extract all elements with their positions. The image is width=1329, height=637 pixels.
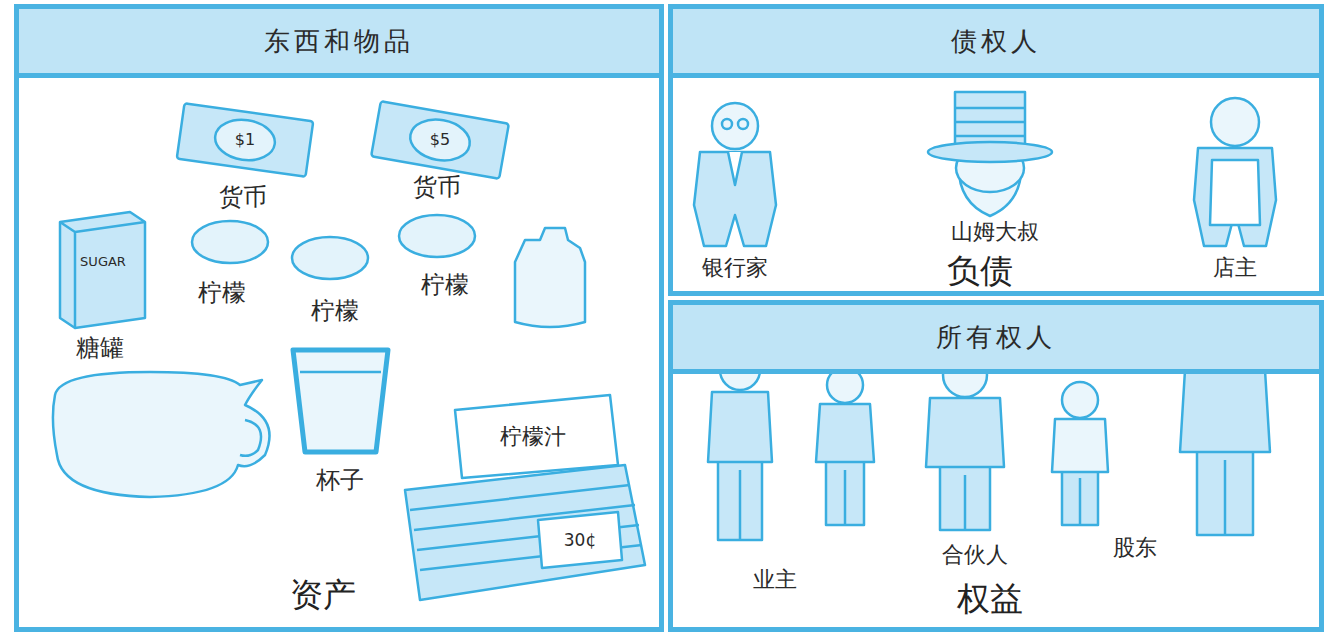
item-label: 店主 <box>1213 256 1257 280</box>
item-label: 柠檬 <box>421 272 469 298</box>
header-band: 所有权人 <box>673 305 1319 374</box>
item-label: 柠檬 <box>198 280 246 306</box>
item-label: 股东 <box>1113 536 1157 560</box>
item-label: 银行家 <box>702 256 768 280</box>
panel-heading: 东西和物品 <box>264 24 414 59</box>
item-label: 30¢ <box>564 531 596 550</box>
item-label: 柠檬汁 <box>500 425 566 449</box>
partner-figure <box>926 353 1004 530</box>
panel-heading: 所有权人 <box>936 320 1056 355</box>
uncle-sam-figure <box>928 92 1052 216</box>
panel: 债权人负债 <box>668 4 1324 296</box>
lemon <box>292 237 368 279</box>
item-label: 货币 <box>413 174 461 200</box>
header-band: 东西和物品 <box>19 9 659 78</box>
lemonade-stand <box>405 395 645 600</box>
item-label: 杯子 <box>316 467 364 493</box>
item-label: 山姆大叔 <box>951 220 1039 244</box>
shareholder-figure <box>1052 382 1108 525</box>
item-label: SUGAR <box>80 255 126 269</box>
header-band: 债权人 <box>673 9 1319 78</box>
cup <box>293 350 388 452</box>
category-label: 权益 <box>957 577 1023 622</box>
shopkeeper-figure <box>1194 98 1276 246</box>
category-label: 资产 <box>290 573 356 618</box>
item-label: $5 <box>430 131 450 149</box>
banker-figure <box>694 103 776 246</box>
item-label: $1 <box>235 131 255 149</box>
item-label: 糖罐 <box>76 335 124 361</box>
pitcher <box>53 372 270 497</box>
dollar-bill <box>177 103 314 177</box>
dollar-bill <box>371 101 509 179</box>
lemon <box>399 215 475 257</box>
panel-heading: 债权人 <box>951 24 1041 59</box>
milk-jug <box>515 228 585 327</box>
item-label: 合伙人 <box>942 543 1008 567</box>
item-label: 货币 <box>219 184 267 210</box>
category-label: 负债 <box>947 249 1013 294</box>
owner-figure <box>708 350 772 540</box>
partner-figure <box>816 367 874 525</box>
lemon <box>192 221 268 263</box>
item-label: 柠檬 <box>311 298 359 324</box>
sugar-box <box>60 212 145 328</box>
item-label: 业主 <box>753 568 797 592</box>
